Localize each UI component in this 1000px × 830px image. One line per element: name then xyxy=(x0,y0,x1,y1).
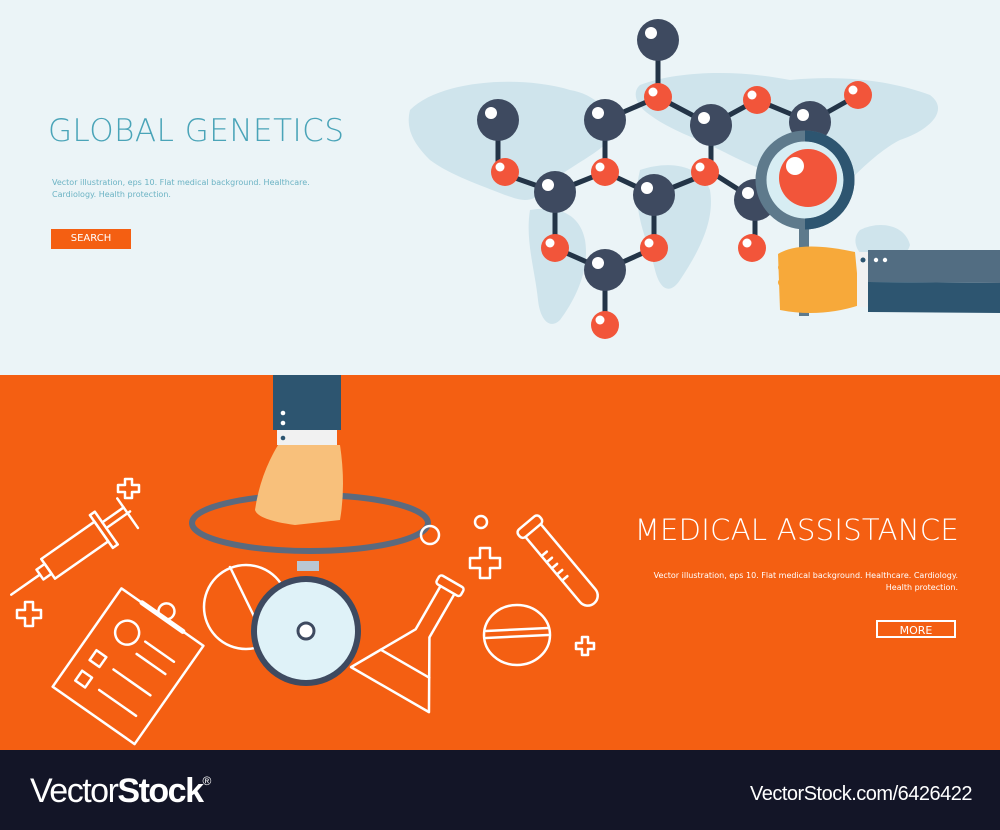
more-button[interactable]: MORE xyxy=(876,620,956,638)
clipboard-icon xyxy=(51,587,205,746)
hand-icon xyxy=(255,375,343,525)
banner-description: Vector illustration, eps 10. Flat medica… xyxy=(52,178,310,199)
section-title: MEDICAL ASSISTANCE xyxy=(634,513,959,547)
watermark-footer: VectorStock® VectorStock.com/6426422 xyxy=(0,750,1000,830)
magnifying-glass-icon xyxy=(755,130,855,316)
logo-bold-text: Stock xyxy=(117,772,204,810)
registered-mark: ® xyxy=(202,774,211,788)
head-mirror-icon xyxy=(189,492,441,686)
plus-icon xyxy=(116,477,141,500)
plus-icon xyxy=(574,635,596,657)
plus-icon xyxy=(15,600,43,628)
medical-assistance-banner: MEDICAL ASSISTANCE Vector illustration, … xyxy=(0,375,1000,750)
vectorstock-logo: VectorStock® xyxy=(30,772,211,811)
global-genetics-banner: GLOBAL GENETICS Vector illustration, eps… xyxy=(0,0,1000,375)
pill-icon xyxy=(482,603,552,667)
search-button[interactable]: SEARCH xyxy=(51,229,131,249)
syringe-icon xyxy=(10,497,140,596)
hand-icon xyxy=(778,246,1000,314)
logo-light-text: Vector xyxy=(30,772,119,810)
plus-icon xyxy=(468,546,502,580)
medical-illustration xyxy=(10,375,599,746)
test-tube-icon xyxy=(516,514,599,607)
banner-description: Vector illustration, eps 10. Flat medica… xyxy=(653,571,958,592)
molecule-illustration xyxy=(408,19,1000,339)
image-id-link[interactable]: VectorStock.com/6426422 xyxy=(750,783,972,805)
page-title: GLOBAL GENETICS xyxy=(48,113,345,149)
flask-icon xyxy=(349,574,465,714)
